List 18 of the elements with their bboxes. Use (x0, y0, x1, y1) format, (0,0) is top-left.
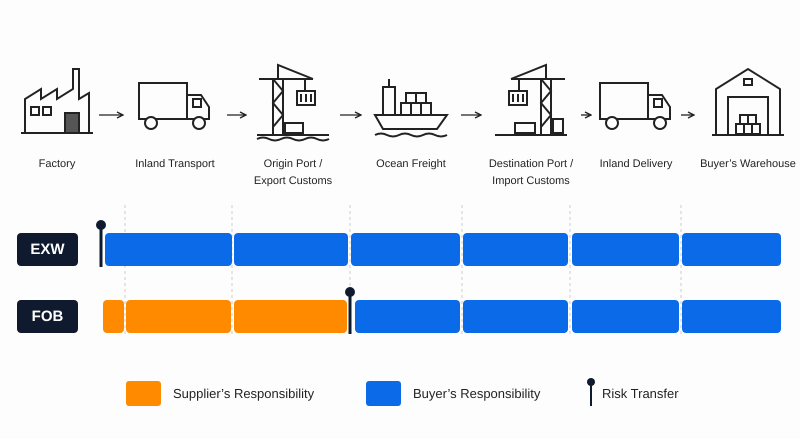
arrow (227, 111, 247, 119)
arrow (99, 111, 124, 119)
incoterm-label: FOB (17, 300, 78, 333)
legend-label: Buyer’s Responsibility (413, 386, 540, 401)
stage-label: Inland Delivery (600, 157, 672, 172)
arrow (581, 111, 592, 119)
arrow (681, 111, 695, 119)
stage-label: Destination Port / Import Customs (488, 157, 574, 189)
stage-label: Inland Transport (135, 157, 215, 172)
legend-label: Risk Transfer (602, 386, 679, 401)
arrow (461, 111, 482, 119)
stage-label: Factory (38, 157, 76, 172)
legend-label: Supplier’s Responsibility (173, 386, 314, 401)
stage-label: Origin Port / Export Customs (252, 157, 334, 189)
stage-label: Buyer’s Warehouse (700, 157, 796, 172)
arrow (340, 111, 362, 119)
stage-label: Ocean Freight (376, 157, 446, 172)
incoterm-label: EXW (17, 233, 78, 266)
